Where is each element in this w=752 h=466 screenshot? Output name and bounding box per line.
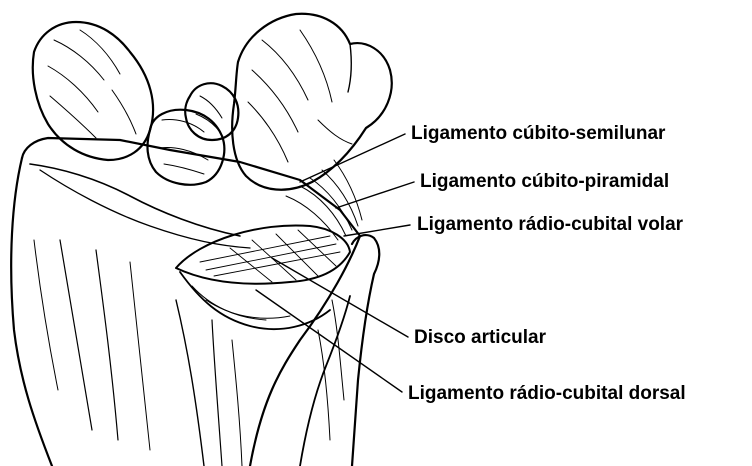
label-ligamento-radio-cubital-volar: Ligamento rádio-cubital volar [417, 214, 683, 236]
label-ligamento-cubito-piramidal: Ligamento cúbito-piramidal [420, 171, 669, 193]
leader-line-cubito-semilunar [300, 134, 405, 182]
leader-line-disco-articular [272, 258, 408, 337]
label-ligamento-radio-cubital-dorsal: Ligamento rádio-cubital dorsal [408, 383, 686, 405]
leader-lines [256, 134, 414, 392]
leader-line-cubito-piramidal [336, 182, 414, 208]
label-disco-articular: Disco articular [414, 327, 546, 349]
radius-bone [11, 138, 360, 466]
label-ligamento-cubito-semilunar: Ligamento cúbito-semilunar [411, 123, 665, 145]
triquetrum-bone [232, 14, 392, 190]
